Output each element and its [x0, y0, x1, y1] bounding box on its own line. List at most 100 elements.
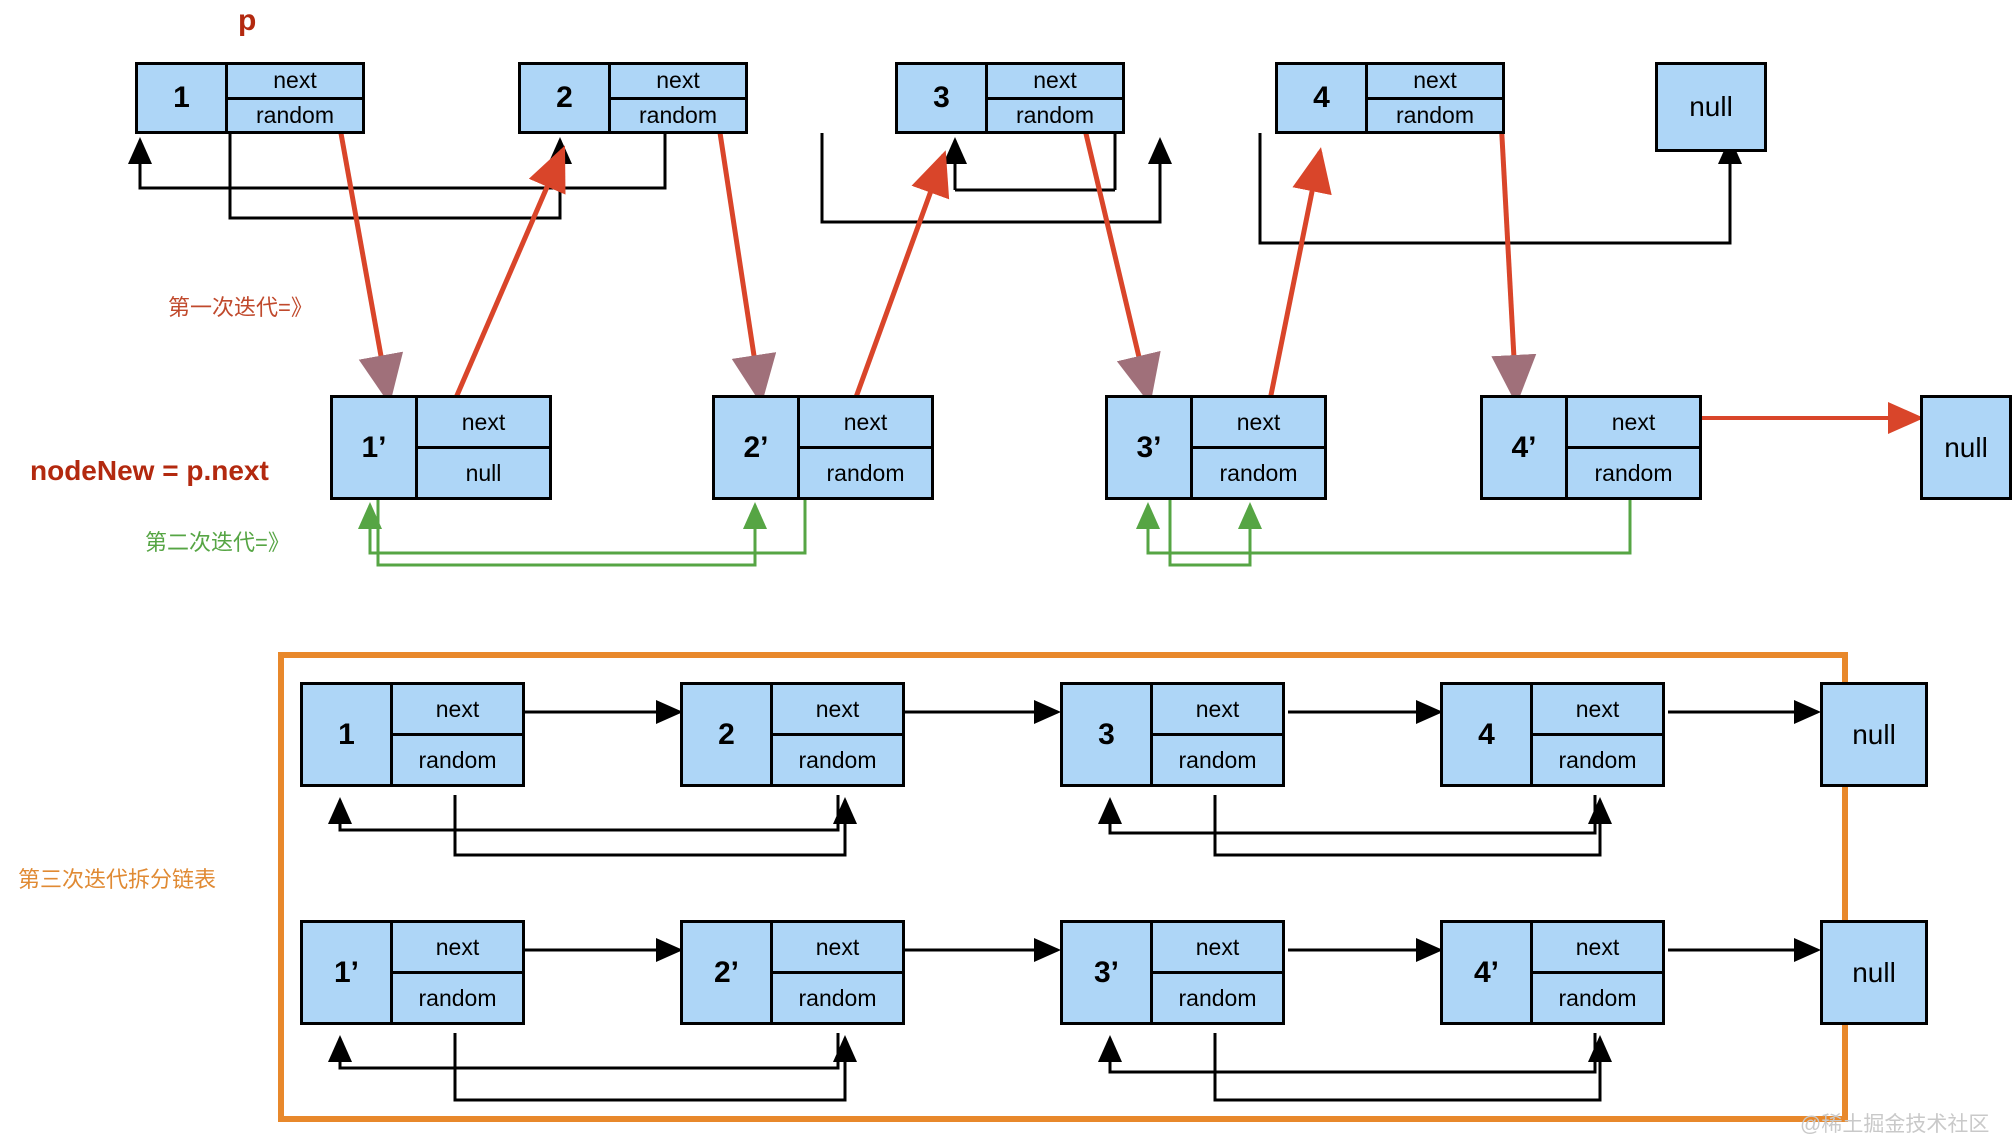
node-next-field: next — [393, 685, 522, 736]
node-random-field: null — [465, 459, 502, 486]
red-arrow-3prime-next-to-4 — [1267, 147, 1332, 401]
node-original-1: 1 next random — [135, 62, 365, 134]
green-edge-2prime-to-1prime — [358, 498, 807, 555]
node-next-field: next — [1153, 685, 1282, 736]
split-group-box — [278, 652, 1848, 1122]
node-fields: next null — [418, 398, 549, 497]
node-value: 2 — [521, 65, 611, 131]
node-next-field: next — [393, 923, 522, 974]
node-copy-2prime: 2’ next random — [712, 395, 934, 500]
node-random-field: random — [798, 746, 877, 773]
node-fields: next random — [1153, 923, 1282, 1022]
node-value: 1’ — [333, 398, 418, 497]
node-next-field: next — [418, 398, 549, 449]
node-copy-3prime: 3’ next random — [1105, 395, 1327, 500]
green-edge-1prime-to-2prime — [376, 498, 767, 567]
node-random-field: random — [639, 101, 717, 128]
node-next-field: next — [1533, 923, 1662, 974]
node-split-copy-2prime: 2’ next random — [680, 920, 905, 1025]
node-next-field: next — [988, 65, 1122, 100]
node-random-field: random — [418, 984, 497, 1011]
red-arrow-2prime-next-to-3 — [852, 150, 950, 401]
node-random-field: random — [826, 459, 905, 486]
node-value: 2 — [683, 685, 773, 784]
node-next-field: next — [773, 923, 902, 974]
random-edge-2-to-1 — [128, 133, 667, 190]
node-random-field: random — [1178, 984, 1257, 1011]
red-arrow-1prime-next-to-2 — [452, 145, 566, 401]
node-original-4: 4 next random — [1275, 62, 1505, 134]
node-fields: next random — [800, 398, 931, 497]
node-fields: next random — [611, 65, 745, 131]
node-value: 4’ — [1443, 923, 1533, 1022]
node-next-field: next — [611, 65, 745, 100]
node-random-field: random — [1558, 984, 1637, 1011]
node-fields: next random — [1533, 923, 1662, 1022]
node-copy-4prime: 4’ next random — [1480, 395, 1702, 500]
node-split-orig-4: 4 next random — [1440, 682, 1665, 787]
node-split-orig-2: 2 next random — [680, 682, 905, 787]
node-fields: next random — [1368, 65, 1502, 131]
node-fields: next random — [1568, 398, 1699, 497]
node-random-field: random — [1594, 459, 1673, 486]
node-next-field: next — [228, 65, 362, 100]
node-fields: next random — [1533, 685, 1662, 784]
node-value: 4 — [1278, 65, 1368, 131]
node-value: 3’ — [1108, 398, 1193, 497]
node-random-field: random — [256, 101, 334, 128]
node-random-field: random — [418, 746, 497, 773]
node-split-copy-4prime: 4’ next random — [1440, 920, 1665, 1025]
node-next-field: next — [1568, 398, 1699, 449]
node-value: 1 — [303, 685, 393, 784]
red-arrow-1next-to-1prime — [332, 99, 404, 405]
node-original-2: 2 next random — [518, 62, 748, 134]
random-edge-1-to-2 — [228, 133, 572, 220]
node-next-field: next — [1193, 398, 1324, 449]
node-random-field: random — [1016, 101, 1094, 128]
node-fields: next random — [773, 685, 902, 784]
node-split-orig-3: 3 next random — [1060, 682, 1285, 787]
node-value: 3 — [898, 65, 988, 131]
node-random-field: random — [1178, 746, 1257, 773]
null-terminator-split-orig: null — [1820, 682, 1928, 787]
node-original-3: 3 next random — [895, 62, 1125, 134]
node-random-field: random — [1396, 101, 1474, 128]
node-next-field: next — [773, 685, 902, 736]
null-terminator-copies: null — [1920, 395, 2012, 500]
node-value: 3 — [1063, 685, 1153, 784]
node-value: 4’ — [1483, 398, 1568, 497]
red-arrow-3next-to-3prime — [1075, 99, 1161, 405]
node-value: 4 — [1443, 685, 1533, 784]
node-value: 2’ — [715, 398, 800, 497]
node-value: 1 — [138, 65, 228, 131]
node-value: 2’ — [683, 923, 773, 1022]
red-arrow-4next-to-4prime — [1491, 99, 1537, 405]
node-copy-1prime: 1’ next null — [330, 395, 552, 500]
node-value: 3’ — [1063, 923, 1153, 1022]
node-next-field: next — [1368, 65, 1502, 100]
null-terminator-split-copy: null — [1820, 920, 1928, 1025]
node-fields: next random — [393, 923, 522, 1022]
green-edge-3prime-to-4prime — [1168, 498, 1262, 567]
label-iteration-1: 第一次迭代=》 — [168, 295, 313, 320]
watermark: @稀土掘金技术社区 — [1800, 1113, 1990, 1136]
null-terminator-original: null — [1655, 62, 1767, 152]
node-next-field: next — [1153, 923, 1282, 974]
node-fields: next random — [228, 65, 362, 131]
node-split-copy-3prime: 3’ next random — [1060, 920, 1285, 1025]
label-iteration-3-split: 第三次迭代拆分链表 — [18, 867, 217, 892]
node-next-field: next — [1533, 685, 1662, 736]
node-split-copy-1prime: 1’ next random — [300, 920, 525, 1025]
node-fields: next random — [1193, 398, 1324, 497]
label-nodenew-assignment: nodeNew = p.next — [30, 455, 269, 486]
node-value: 1’ — [303, 923, 393, 1022]
node-fields: next random — [393, 685, 522, 784]
node-random-field: random — [1558, 746, 1637, 773]
green-edge-4prime-to-3prime — [1136, 498, 1632, 555]
node-random-field: random — [798, 984, 877, 1011]
node-next-field: next — [800, 398, 931, 449]
label-iteration-2: 第二次迭代=》 — [145, 530, 290, 555]
random-edge-3-incoming — [943, 133, 1117, 192]
red-arrow-2next-to-2prime — [712, 99, 777, 405]
